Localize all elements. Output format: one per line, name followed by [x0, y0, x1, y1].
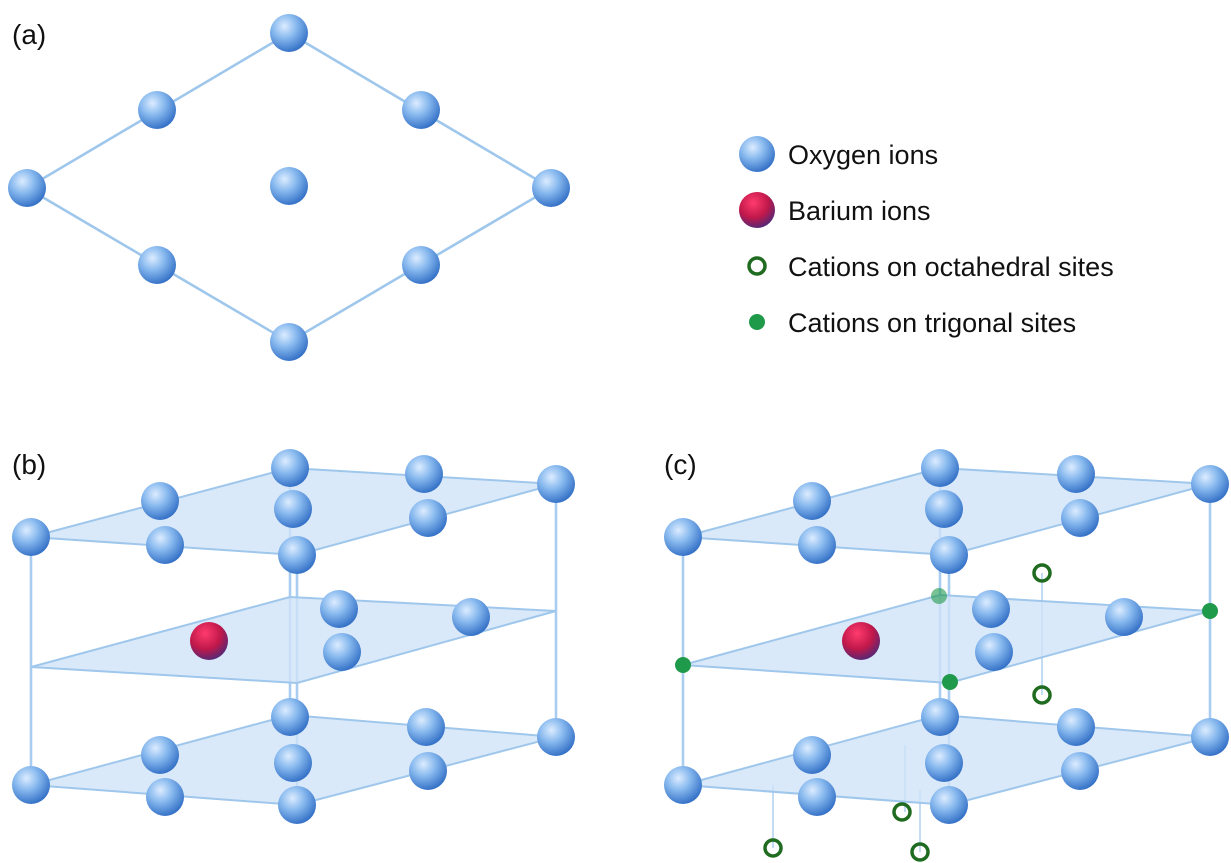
oxygen-ion — [1191, 465, 1229, 503]
oxygen-ion — [138, 91, 176, 129]
oxygen-ion — [452, 598, 490, 636]
octahedral-cations — [763, 563, 1052, 862]
oxygen-ion — [925, 490, 963, 528]
oxygen-ion — [278, 786, 316, 824]
octahedral-cation — [910, 842, 930, 862]
oxygen-ion — [930, 786, 968, 824]
trigonal-cation-swatch — [749, 314, 765, 330]
oxygen-ion — [1057, 455, 1095, 493]
trigonal-cation — [942, 674, 958, 690]
oxygen-ion — [537, 718, 575, 756]
oxygen-ion — [930, 536, 968, 574]
oxygen-ion-group-b-bottom — [12, 698, 575, 824]
oxygen-ion — [402, 91, 440, 129]
oxygen-ion — [320, 590, 358, 628]
oxygen-ion — [8, 169, 46, 207]
oxygen-ion — [407, 708, 445, 746]
oxygen-ion — [1061, 752, 1099, 790]
oxygen-ion — [921, 449, 959, 487]
legend-item-octahedral: Cations on octahedral sites — [747, 252, 1114, 282]
barium-ion — [190, 622, 228, 660]
legend-item-oxygen: Oxygen ions — [739, 136, 938, 172]
legend-item-trigonal: Cations on trigonal sites — [749, 308, 1076, 338]
oxygen-ion-group-a — [8, 14, 570, 361]
oxygen-ion — [146, 526, 184, 564]
oxygen-ion — [921, 698, 959, 736]
middle-layer-ions-b — [190, 590, 490, 671]
barium-ion-swatch — [739, 192, 775, 228]
oxygen-ion — [278, 536, 316, 574]
legend: Oxygen ions Barium ions Cations on octah… — [739, 136, 1114, 338]
trigonal-cation — [1202, 603, 1218, 619]
oxygen-ion — [972, 590, 1010, 628]
octahedral-cation — [763, 838, 783, 858]
oxygen-ion — [798, 526, 836, 564]
legend-barium-label: Barium ions — [788, 196, 931, 226]
trigonal-cations — [675, 588, 1218, 690]
oxygen-ion — [1191, 718, 1229, 756]
oxygen-ion — [12, 766, 50, 804]
oxygen-ion — [271, 449, 309, 487]
oxygen-ion — [274, 490, 312, 528]
oxygen-ion — [402, 246, 440, 284]
oxygen-ion — [12, 518, 50, 556]
legend-oxygen-label: Oxygen ions — [788, 140, 938, 170]
legend-trigonal-label: Cations on trigonal sites — [788, 308, 1076, 338]
oxygen-ion — [1105, 598, 1143, 636]
oxygen-ion — [409, 499, 447, 537]
oxygen-ion — [146, 778, 184, 816]
oxygen-ion — [537, 465, 575, 503]
oxygen-ion-group-c-bottom — [664, 698, 1229, 824]
panel-b: (b) — [12, 449, 575, 824]
panel-b-label: (b) — [12, 449, 46, 480]
oxygen-ion — [532, 169, 570, 207]
octahedral-cation — [892, 802, 912, 822]
octahedral-cation-swatch — [747, 256, 767, 276]
oxygen-ion — [925, 744, 963, 782]
middle-layer-ions-c — [842, 590, 1143, 671]
oxygen-ion — [1057, 708, 1095, 746]
panel-a: (a) — [8, 14, 570, 361]
oxygen-ion — [141, 482, 179, 520]
oxygen-ion — [405, 455, 443, 493]
oxygen-ion — [664, 518, 702, 556]
oxygen-ion — [793, 736, 831, 774]
middle-barium-plane — [30, 595, 557, 685]
oxygen-ion — [1061, 499, 1099, 537]
panel-c-label: (c) — [664, 449, 697, 480]
oxygen-ion — [270, 323, 308, 361]
oxygen-ion — [141, 736, 179, 774]
oxygen-ion — [270, 167, 308, 205]
legend-item-barium: Barium ions — [739, 192, 931, 228]
oxygen-ion — [975, 633, 1013, 671]
oxygen-ion — [271, 698, 309, 736]
panel-c: (c) — [664, 449, 1229, 862]
oxygen-ion — [664, 766, 702, 804]
oxygen-ion — [798, 778, 836, 816]
oxygen-ion-group-b-top — [12, 449, 575, 574]
legend-octahedral-label: Cations on octahedral sites — [788, 252, 1114, 282]
barium-ion — [842, 622, 880, 660]
oxygen-ion — [793, 482, 831, 520]
oxygen-ion — [138, 246, 176, 284]
octahedral-cation — [1032, 563, 1052, 583]
oxygen-ion — [274, 744, 312, 782]
oxygen-ion — [323, 633, 361, 671]
trigonal-cation — [675, 657, 691, 673]
oxygen-ion-swatch — [739, 136, 775, 172]
oxygen-ion-group-c-top — [664, 449, 1229, 574]
oxygen-ion — [270, 14, 308, 52]
trigonal-cation — [931, 588, 947, 604]
oxygen-ion — [409, 752, 447, 790]
octahedral-cation — [1032, 685, 1052, 705]
panel-a-label: (a) — [12, 19, 46, 50]
